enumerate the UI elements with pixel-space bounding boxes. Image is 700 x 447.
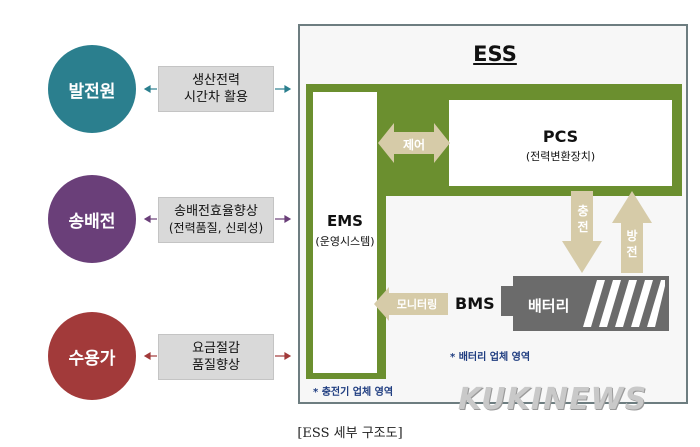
bms-label: BMS — [455, 294, 495, 313]
pcs-subtitle: (전력변환장치) — [525, 150, 596, 163]
desc-box-generation: 생산전력 시간차 활용 — [158, 66, 274, 112]
desc-line: 생산전력 — [192, 73, 240, 88]
node-circle-generation: 발전원 — [48, 45, 136, 133]
desc-line: 시간차 활용 — [184, 90, 248, 105]
control-arrow — [378, 123, 450, 163]
battery-label: 배터리 — [528, 297, 570, 315]
desc-box-transmission: 송배전효율향상 (전력품질, 신뢰성) — [158, 197, 274, 243]
desc-line: 품질향상 — [192, 358, 240, 373]
watermark: KUKINEWS — [458, 382, 648, 417]
node-circle-transmission: 송배전 — [48, 175, 136, 263]
figure-caption: [ESS 세부 구조도] — [297, 426, 403, 441]
pcs-box — [449, 100, 672, 186]
monitoring-arrow — [374, 287, 448, 321]
ems-box — [313, 92, 377, 373]
ems-title: EMS — [327, 212, 363, 230]
ess-title: ESS — [473, 42, 517, 66]
note-battery-vendor: * 배터리 업체 영역 — [450, 352, 531, 363]
ems-subtitle: (운영시스템) — [315, 235, 375, 248]
control-label: 제어 — [402, 138, 426, 152]
desc-line: 송배전효율향상 — [174, 204, 258, 219]
node-circle-consumer: 수용가 — [48, 312, 136, 400]
arrow-transmission — [143, 214, 292, 224]
charge-arrow — [562, 191, 602, 273]
desc-line: (전력품질, 신뢰성) — [168, 221, 264, 235]
battery-terminal — [501, 286, 515, 316]
desc-box-consumer: 요금절감 품질향상 — [158, 334, 274, 380]
battery-stripes — [583, 280, 665, 327]
pcs-title: PCS — [542, 127, 579, 146]
note-charger-vendor: * 충전기 업체 영역 — [313, 387, 394, 398]
discharge-label: 방전 — [626, 229, 638, 259]
arrow-consumer — [143, 351, 292, 361]
monitoring-label: 모니터링 — [396, 298, 438, 311]
arrow-generation — [143, 84, 292, 94]
connector-arrows — [143, 84, 292, 361]
discharge-arrow — [612, 191, 652, 273]
charge-label: 충전 — [577, 204, 589, 234]
desc-line: 요금절감 — [192, 341, 240, 356]
